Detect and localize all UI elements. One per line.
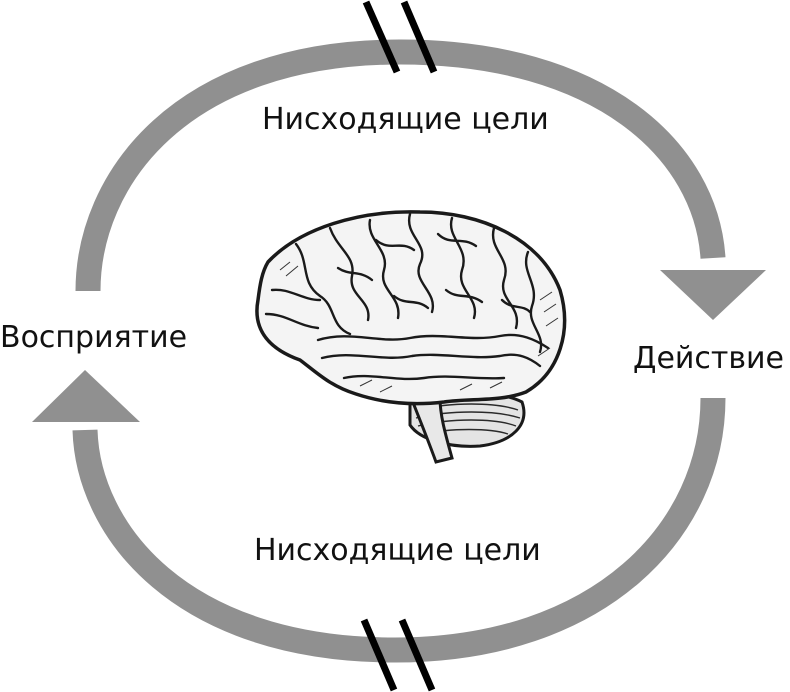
label-top-down-goals-bottom: Нисходящие цели: [254, 533, 541, 568]
arc-bottom: [72, 397, 726, 663]
brain-stem: [409, 396, 454, 464]
break-mark-top: [362, 0, 438, 74]
label-top-down-goals-top: Нисходящие цели: [262, 102, 549, 137]
label-perception: Восприятие: [0, 320, 188, 355]
brain-icon: [255, 210, 567, 464]
arrowhead-left: [32, 370, 140, 422]
break-mark-bottom: [360, 618, 436, 692]
label-action: Действие: [633, 341, 784, 376]
arrowhead-right: [660, 270, 766, 320]
arc-top: [75, 39, 726, 292]
